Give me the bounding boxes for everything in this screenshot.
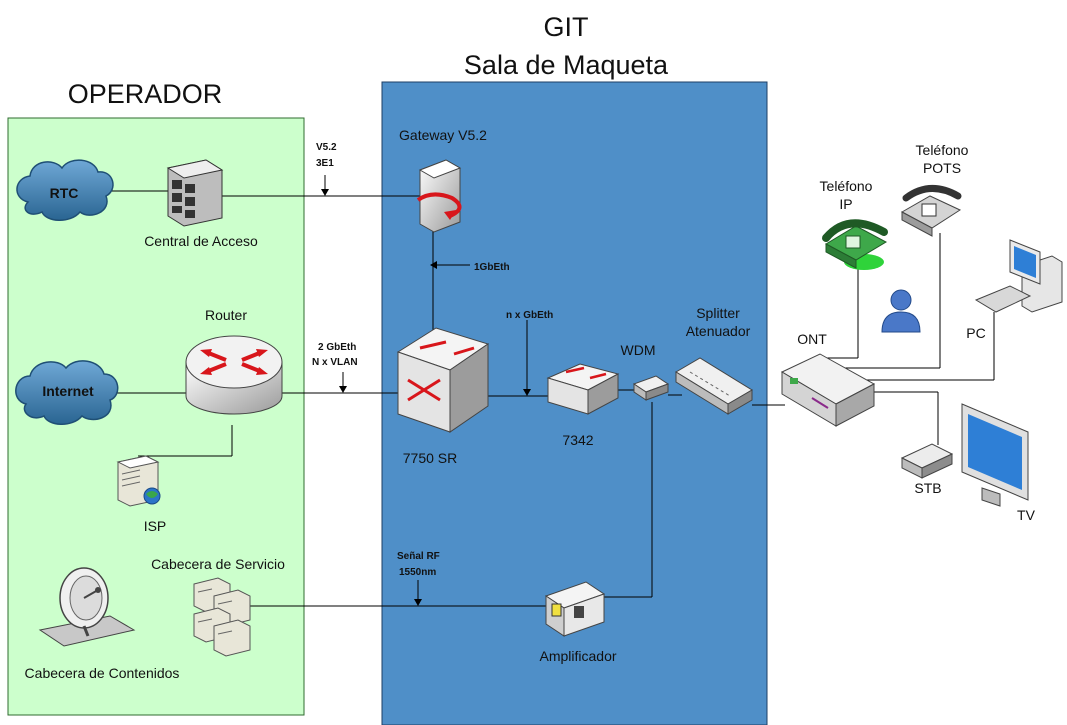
operador-title: OPERADOR	[68, 79, 223, 109]
rtc-label: RTC	[50, 185, 79, 201]
tel-pots-label: Teléfono	[916, 142, 969, 158]
amplifier-icon	[544, 581, 606, 637]
switch-7342-icon	[546, 363, 620, 415]
tv-icon	[961, 403, 1029, 507]
stb-label: STB	[914, 480, 941, 496]
2gbeth-label: 2 GbEth	[318, 342, 356, 353]
wdm-icon	[632, 375, 670, 401]
cabecera-contenidos-label: Cabecera de Contenidos	[25, 665, 180, 681]
nxgbeth-label: n x GbEth	[506, 310, 553, 321]
isp-label: ISP	[144, 518, 167, 534]
wdm-label: WDM	[621, 342, 656, 358]
ip-phone-icon	[822, 219, 888, 270]
satellite-dish-icon	[38, 567, 136, 647]
ont-label: ONT	[797, 331, 827, 347]
tel-ip-line2: IP	[839, 196, 852, 212]
isp-server-icon	[116, 455, 161, 507]
internet-cloud-icon	[15, 360, 119, 425]
router-switch-7750-icon	[396, 327, 490, 433]
ont-icon	[780, 353, 876, 427]
v52-label: V5.2	[316, 142, 337, 153]
n7342-label: 7342	[562, 432, 593, 448]
amplificador-label: Amplificador	[539, 648, 616, 664]
cabecera-servicio-label: Cabecera de Servicio	[151, 556, 285, 572]
3e1-label: 3E1	[316, 158, 334, 169]
gateway-icon	[416, 159, 462, 233]
splitter-label: Splitter	[696, 305, 740, 321]
tel-ip-label: Teléfono	[820, 178, 873, 194]
nxvlan-label: N x VLAN	[312, 357, 358, 368]
pots-phone-icon	[900, 185, 962, 237]
user-icon	[881, 289, 921, 333]
server-cabinet-icon	[166, 159, 224, 227]
tv-label: TV	[1017, 507, 1036, 523]
1550nm-label: 1550nm	[399, 567, 436, 578]
router-label: Router	[205, 307, 247, 323]
stb-icon	[900, 443, 954, 479]
gateway-label: Gateway V5.2	[399, 127, 487, 143]
tel-pots-line2: POTS	[923, 160, 961, 176]
splitter-icon	[675, 357, 753, 415]
pc-icon	[974, 239, 1063, 313]
1gbeth-label: 1GbEth	[474, 262, 510, 273]
connections	[105, 175, 995, 607]
central-label: Central de Acceso	[144, 233, 258, 249]
pc-label: PC	[966, 325, 985, 341]
senal-rf-label: Señal RF	[397, 551, 440, 562]
internet-label: Internet	[42, 383, 94, 399]
atenuador-label: Atenuador	[686, 323, 751, 339]
router-icon	[185, 335, 283, 415]
sr7750-label: 7750 SR	[403, 450, 457, 466]
git-title: GIT	[544, 12, 589, 42]
rtc-cloud-icon	[16, 159, 114, 221]
server-stack-icon	[193, 577, 251, 657]
sala-title: Sala de Maqueta	[464, 50, 669, 80]
